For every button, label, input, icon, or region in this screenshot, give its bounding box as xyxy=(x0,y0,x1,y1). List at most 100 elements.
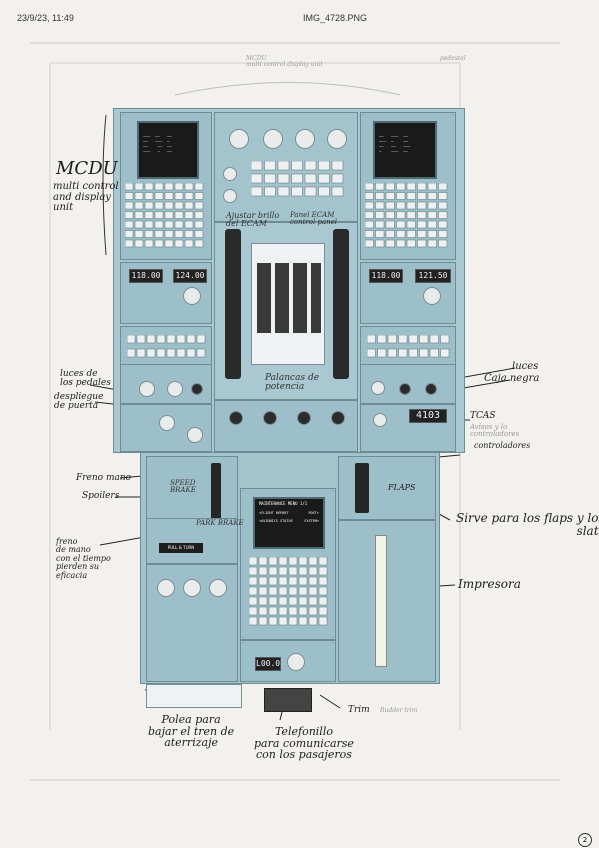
keypad-key[interactable] xyxy=(136,348,146,358)
keypad-key[interactable] xyxy=(258,596,268,606)
keypad-key[interactable] xyxy=(174,230,184,238)
keypad-key[interactable] xyxy=(288,557,298,566)
keypad-key[interactable] xyxy=(278,557,288,566)
keypad-key[interactable] xyxy=(304,173,317,184)
keypad-key[interactable] xyxy=(154,239,164,248)
keypad-key[interactable] xyxy=(406,230,416,238)
keypad-key[interactable] xyxy=(194,239,204,248)
keypad-key[interactable] xyxy=(406,220,416,229)
gear-crank-handle[interactable] xyxy=(146,684,242,708)
wx-gain-knob[interactable] xyxy=(159,415,175,431)
keypad-key[interactable] xyxy=(249,596,258,606)
keypad-key[interactable] xyxy=(288,616,298,626)
keypad-key[interactable] xyxy=(184,183,194,191)
ecam-brightness-knob-2[interactable] xyxy=(263,129,283,149)
keypad-key[interactable] xyxy=(298,586,308,596)
keypad-key[interactable] xyxy=(184,220,194,229)
keypad-key[interactable] xyxy=(264,186,276,197)
keypad-key[interactable] xyxy=(318,161,330,171)
keypad-key[interactable] xyxy=(365,211,374,219)
keypad-key[interactable] xyxy=(288,606,298,616)
keypad-key[interactable] xyxy=(377,348,387,358)
keypad-key[interactable] xyxy=(166,335,176,344)
keypad-key[interactable] xyxy=(396,183,406,191)
lower-left-knob-1[interactable] xyxy=(157,579,175,597)
keypad-key[interactable] xyxy=(365,230,374,238)
thrust-lever-1[interactable] xyxy=(257,263,271,333)
keypad-key[interactable] xyxy=(268,596,278,606)
keypad-key[interactable] xyxy=(184,239,194,248)
keypad-key[interactable] xyxy=(278,596,288,606)
keypad-key[interactable] xyxy=(125,220,134,229)
keypad-key[interactable] xyxy=(288,576,298,586)
keypad-key[interactable] xyxy=(365,239,374,248)
keypad-key[interactable] xyxy=(144,220,154,229)
keypad-key[interactable] xyxy=(417,192,427,200)
mcdu-center-keypad[interactable] xyxy=(249,557,329,635)
keypad-key[interactable] xyxy=(154,192,164,200)
keypad-key[interactable] xyxy=(134,220,144,229)
keypad-key[interactable] xyxy=(249,566,258,576)
keypad-key[interactable] xyxy=(146,335,156,344)
keypad-key[interactable] xyxy=(331,161,344,171)
keypad-key[interactable] xyxy=(385,211,395,219)
keypad-key[interactable] xyxy=(268,586,278,596)
keypad-key[interactable] xyxy=(318,606,328,616)
keypad-key[interactable] xyxy=(125,192,134,200)
keypad-key[interactable] xyxy=(278,576,288,586)
cabin-handset[interactable] xyxy=(264,688,312,712)
keypad-key[interactable] xyxy=(375,201,385,210)
keypad-key[interactable] xyxy=(427,211,437,219)
keypad-key[interactable] xyxy=(375,211,385,219)
keypad-key[interactable] xyxy=(438,183,448,191)
keypad-key[interactable] xyxy=(277,161,290,171)
eng-master-1[interactable] xyxy=(229,411,243,425)
keypad-key[interactable] xyxy=(258,606,268,616)
keypad-key[interactable] xyxy=(417,211,427,219)
keypad-key[interactable] xyxy=(419,335,429,344)
keypad-key[interactable] xyxy=(288,596,298,606)
keypad-key[interactable] xyxy=(308,596,318,606)
keypad-key[interactable] xyxy=(176,335,186,344)
keypad-key[interactable] xyxy=(174,211,184,219)
keypad-key[interactable] xyxy=(277,186,290,197)
keypad-key[interactable] xyxy=(166,348,176,358)
keypad-key[interactable] xyxy=(417,183,427,191)
keypad-key[interactable] xyxy=(164,239,174,248)
keypad-key[interactable] xyxy=(417,220,427,229)
keypad-key[interactable] xyxy=(194,183,204,191)
keypad-key[interactable] xyxy=(291,186,303,197)
keypad-key[interactable] xyxy=(184,230,194,238)
keypad-key[interactable] xyxy=(249,586,258,596)
keypad-key[interactable] xyxy=(251,161,263,171)
eng-master-3[interactable] xyxy=(297,411,311,425)
keypad-key[interactable] xyxy=(406,192,416,200)
black-box-switch[interactable] xyxy=(425,383,437,395)
keypad-key[interactable] xyxy=(375,230,385,238)
keypad-key[interactable] xyxy=(125,230,134,238)
keypad-key[interactable] xyxy=(186,335,196,344)
pedal-lights-knob[interactable] xyxy=(139,381,155,397)
keypad-key[interactable] xyxy=(288,566,298,576)
keypad-key[interactable] xyxy=(258,616,268,626)
keypad-key[interactable] xyxy=(331,173,344,184)
keypad-key[interactable] xyxy=(268,557,278,566)
keypad-key[interactable] xyxy=(249,606,258,616)
door-deploy-knob[interactable] xyxy=(167,381,183,397)
keypad-key[interactable] xyxy=(396,201,406,210)
keypad-key[interactable] xyxy=(396,220,406,229)
keypad-key[interactable] xyxy=(278,606,288,616)
keypad-key[interactable] xyxy=(438,211,448,219)
park-brake-handle[interactable]: PULL & TURN xyxy=(159,543,203,553)
thrust-lever-2[interactable] xyxy=(275,263,289,333)
keypad-key[interactable] xyxy=(387,335,397,344)
ecam-brightness-knob-4[interactable] xyxy=(327,129,347,149)
keypad-key[interactable] xyxy=(291,173,303,184)
keypad-key[interactable] xyxy=(429,348,439,358)
keypad-key[interactable] xyxy=(278,586,288,596)
keypad-key[interactable] xyxy=(174,220,184,229)
keypad-key[interactable] xyxy=(249,557,258,566)
tcas-mode-knob[interactable] xyxy=(373,413,387,427)
keypad-key[interactable] xyxy=(318,616,328,626)
keypad-key[interactable] xyxy=(136,335,146,344)
